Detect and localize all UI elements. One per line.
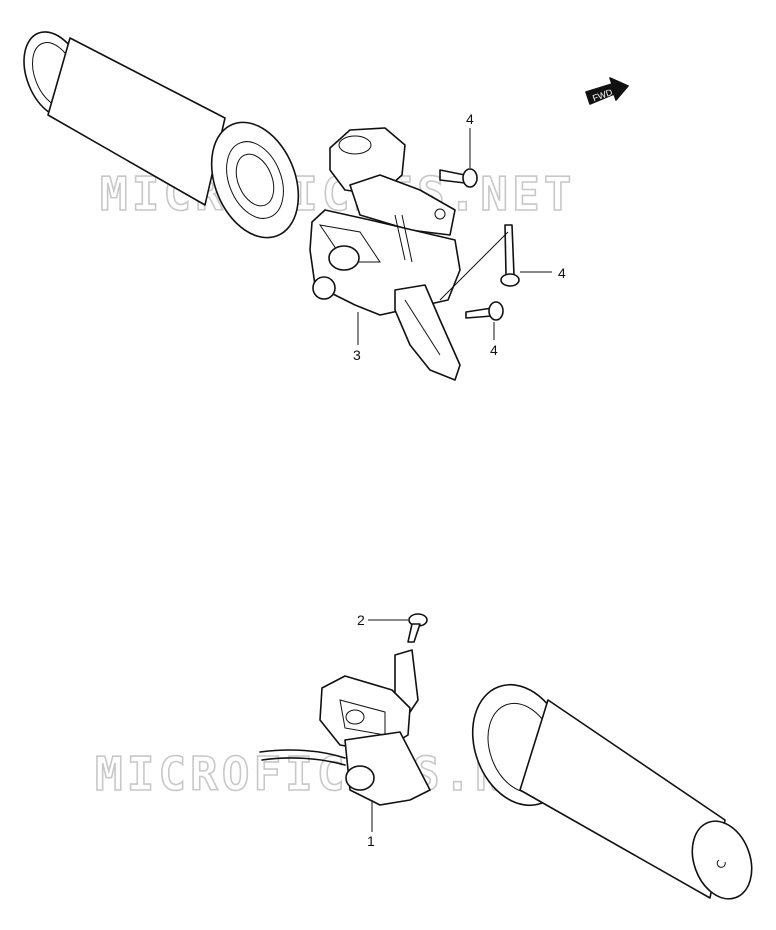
callout-4-right: 4: [558, 265, 566, 281]
callout-3: 3: [353, 347, 361, 363]
fwd-arrow-icon: FWD: [585, 77, 629, 105]
screw-top-1-icon: [439, 168, 478, 188]
callout-2: 2: [357, 612, 365, 628]
right-grip: [471, 683, 753, 900]
left-grip: [23, 31, 300, 239]
callout-4-lower: 4: [490, 342, 498, 358]
screw-top-3-icon: [465, 301, 504, 321]
right-handlebar-switch: [259, 649, 431, 806]
screw-bottom-icon: [407, 613, 428, 643]
left-handlebar-switch: [309, 127, 461, 381]
callout-4-top: 4: [466, 111, 474, 127]
screw-top-2-icon: [500, 224, 520, 287]
callout-1: 1: [367, 833, 375, 849]
